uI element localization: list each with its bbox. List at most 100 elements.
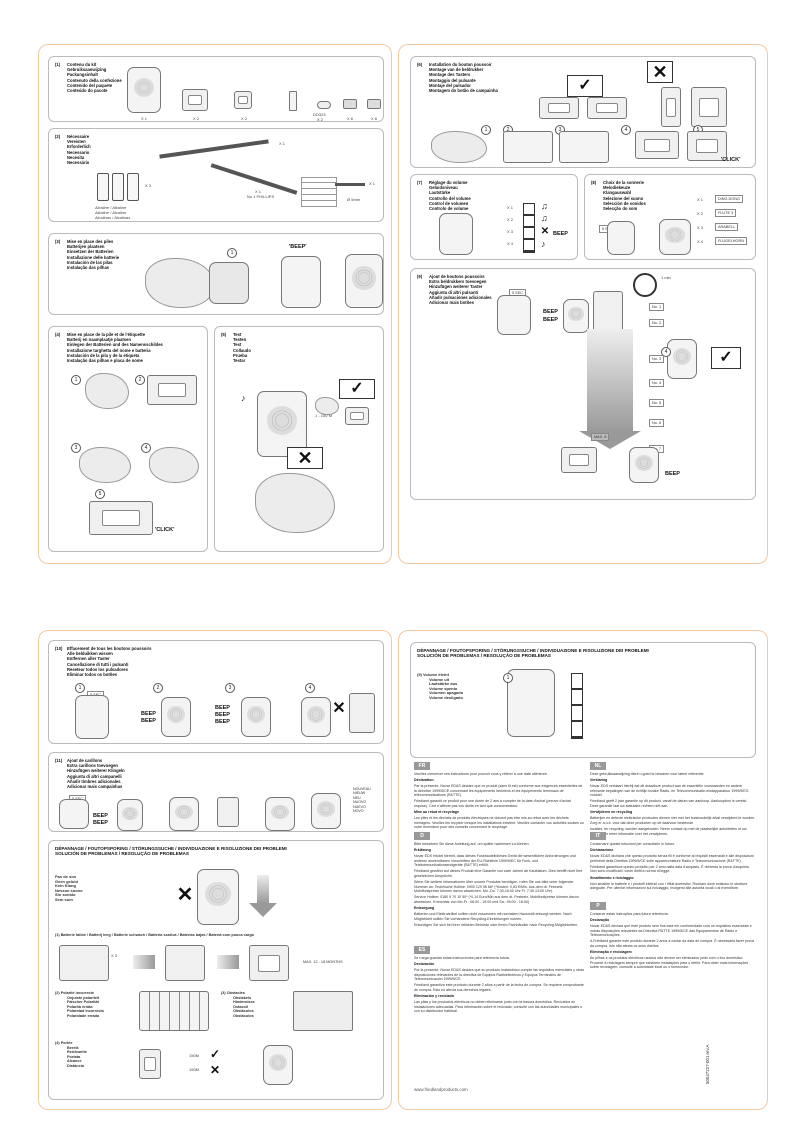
- beep-label: BEEP: [543, 309, 558, 315]
- label-card-image: [289, 91, 297, 111]
- low-battery-heading: (1) Batterie faible / Batterij leeg / Ba…: [55, 933, 254, 938]
- volume-level-label: X 4: [507, 241, 513, 246]
- cross-icon: ✕: [175, 885, 195, 905]
- wall-plate-image: [559, 131, 609, 163]
- tone-name: FLUTE 3: [715, 209, 736, 217]
- tone-count: X 3: [697, 225, 703, 230]
- obstacles-list: (3) Obstacles ObstakelsHindernisseOstaco…: [221, 991, 255, 1019]
- section-push-install: (6)Installation du bouton poussoir Monta…: [410, 56, 756, 168]
- push-button-image: [349, 693, 375, 733]
- section-test: (5)Test TestenTestCollaudoPruebaTestar ✓…: [214, 326, 384, 552]
- click-label: 'CLICK': [155, 527, 174, 533]
- lang-tag-d: D: [414, 832, 430, 840]
- down-arrow: [257, 875, 269, 903]
- step-2-icon: 2: [153, 683, 163, 693]
- qty-label: X 2: [317, 117, 323, 122]
- chime-front-image: [563, 299, 589, 333]
- chime-unit-image: [263, 1045, 293, 1085]
- push-button-image: [587, 97, 627, 119]
- push-button-image: [217, 797, 239, 827]
- lang-tag-nl: NL: [590, 762, 606, 770]
- volume-bars-icon: [571, 673, 583, 739]
- chime-front-image: [659, 219, 691, 255]
- chime-unit-image: [127, 67, 161, 113]
- text-fr: Veuillez conserver ces instructions pour…: [414, 772, 584, 832]
- section-add-chimes: (11)Ajout de carillons Extra carillons t…: [48, 752, 384, 832]
- chime-back-image: [439, 213, 473, 255]
- qty-label: X 2: [193, 116, 199, 121]
- chime-unit-image: [667, 339, 697, 379]
- chime-back-image: [75, 695, 109, 739]
- button-number: No. 2: [649, 319, 664, 327]
- chime-back-image: [497, 295, 531, 335]
- checkmark-icon: ✓: [207, 1047, 223, 1061]
- qty-label: X 1: [279, 141, 285, 146]
- beep-label: 'BEEP': [289, 244, 307, 250]
- website-link[interactable]: www.friedlandproducts.com: [414, 1088, 468, 1093]
- range-label: 150M: [189, 1067, 199, 1072]
- plugs-image: [367, 99, 381, 109]
- hand-icon: [149, 447, 199, 483]
- hand-icon: [431, 131, 487, 163]
- step-3-icon: 3: [225, 683, 235, 693]
- step-1-icon: 1: [503, 673, 513, 683]
- tone-count: X 4: [697, 239, 703, 244]
- music-note-icon: ♪: [241, 393, 246, 403]
- wall-plate-image: [503, 131, 553, 163]
- section-6-header: (6)Installation du bouton poussoir Monta…: [417, 62, 498, 93]
- tone-count: X 1: [697, 197, 703, 202]
- button-number: No. 6: [649, 419, 664, 427]
- push-button-image: [561, 447, 597, 473]
- hand-icon: [315, 397, 339, 415]
- chime-back-image: [281, 256, 321, 308]
- range-label: 150M: [189, 1053, 199, 1058]
- beep-label: BEEP: [665, 471, 680, 477]
- hand-icon: [79, 447, 131, 483]
- beep-label: BEEP: [141, 711, 156, 717]
- qty-label: X 6: [347, 116, 353, 121]
- push-button-image: [661, 87, 681, 127]
- step-4-icon: 4: [141, 443, 151, 453]
- hand-icon: [85, 373, 129, 409]
- push-button-image-2: [234, 91, 252, 109]
- chime-front-image: [345, 254, 383, 308]
- chime-back-image: [507, 669, 555, 737]
- screwdriver-icon: [159, 139, 268, 158]
- beep-label: BEEP: [141, 718, 156, 724]
- chime-back-image: [59, 799, 89, 829]
- volume-level-label: X 1: [507, 205, 513, 210]
- text-es: Se ruega guardar estas instrucciones par…: [414, 956, 584, 1016]
- hand-icon: [145, 258, 215, 308]
- chime-front-image: [161, 697, 191, 737]
- push-button-closed-image: [89, 501, 153, 535]
- screws-image: [343, 99, 357, 109]
- push-button-image: [139, 1049, 161, 1079]
- mute-cross-icon: ✕: [539, 227, 551, 237]
- qty-label: X 1: [141, 116, 147, 121]
- battery-coin-image: [317, 101, 331, 109]
- max-label: MAX. 8: [591, 433, 609, 441]
- text-nl: Deze gebruiksaanwijzing dient u goed te …: [590, 772, 756, 838]
- step-1-icon: 1: [71, 375, 81, 385]
- alkaline-label: Alcalinas / Alcalinas: [95, 215, 130, 220]
- section-add-buttons: (9)Ajout de boutons poussoirs Extra beld…: [410, 268, 756, 500]
- timer-clock-icon: [633, 273, 657, 297]
- section-9-header: (9)Ajout de boutons poussoirs Extra beld…: [417, 274, 492, 305]
- music-note-icon: ♪: [541, 239, 546, 249]
- step-1-icon: 1: [227, 248, 237, 258]
- section-battery-label: (4)Mise en place de la pile et de l'étiq…: [48, 326, 208, 552]
- beep-label: BEEP: [93, 813, 108, 819]
- battery-box-image: [59, 945, 109, 981]
- push-button-open-image: [147, 375, 197, 405]
- push-button-image: [182, 89, 208, 111]
- button-number: No. 3: [649, 355, 664, 363]
- lang-tag-es: ES: [414, 946, 430, 954]
- cross-icon: ✕: [287, 447, 323, 469]
